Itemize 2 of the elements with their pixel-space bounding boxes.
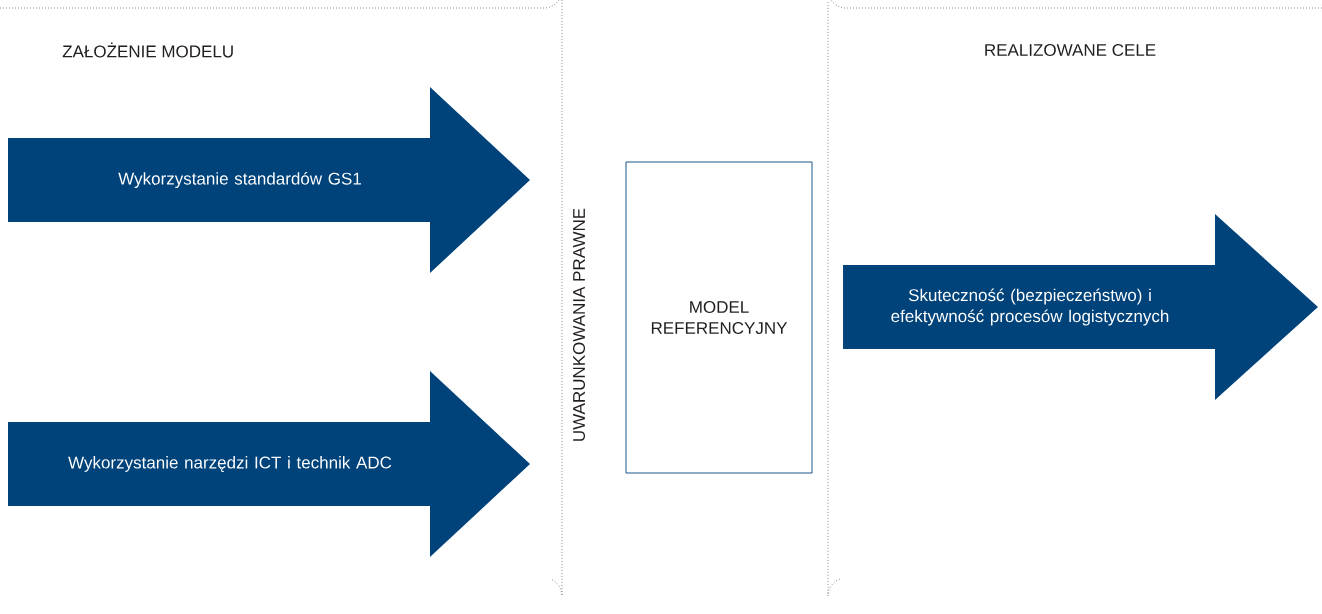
process-box: MODEL REFERENCYJNY [625, 161, 813, 474]
vertical-label: UWARUNKOWANIA PRAWNE [573, 208, 586, 441]
